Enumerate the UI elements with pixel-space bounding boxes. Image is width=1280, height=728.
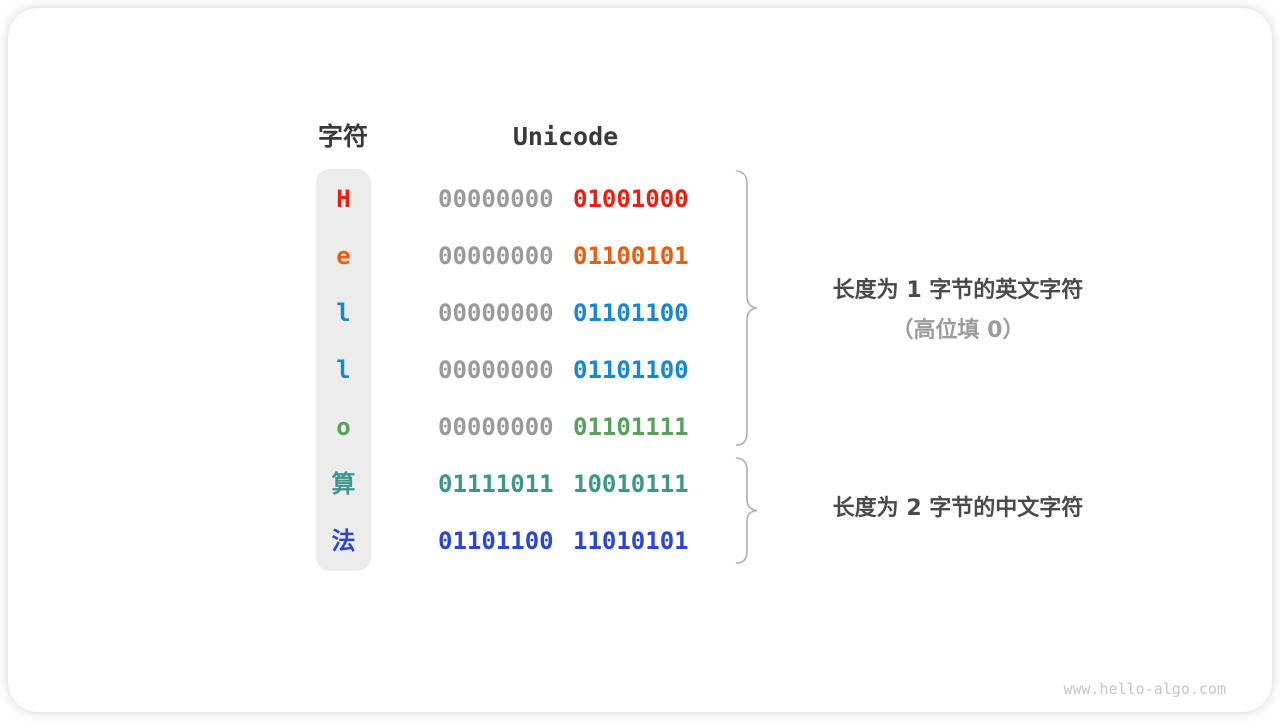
- unicode-low-byte: 01101100: [573, 299, 689, 327]
- unicode-high-byte: 00000000: [438, 242, 554, 270]
- unicode-high-byte: 01101100: [438, 527, 554, 555]
- table-row: H 00000000 01001000: [8, 171, 1280, 228]
- table-row: 算 01111011 10010111: [8, 456, 1280, 513]
- encoding-table: H 00000000 01001000 e 00000000 01100101 …: [8, 171, 1280, 570]
- table-row: o 00000000 01101111: [8, 399, 1280, 456]
- character-cell: 算: [331, 470, 356, 498]
- unicode-low-byte: 01101100: [573, 356, 689, 384]
- unicode-high-byte: 01111011: [438, 470, 554, 498]
- character-cell: H: [336, 185, 351, 213]
- annotation-chinese-bytes: 长度为 2 字节的中文字符: [768, 489, 1148, 529]
- unicode-high-byte: 00000000: [438, 413, 554, 441]
- character-cell: l: [336, 356, 351, 384]
- character-cell: 法: [331, 527, 356, 555]
- annotation-english-bytes: 长度为 1 字节的英文字符 （高位填 0）: [768, 271, 1148, 351]
- column-header-character: 字符: [317, 122, 368, 151]
- unicode-high-byte: 00000000: [438, 185, 554, 213]
- table-row: l 00000000 01101100: [8, 342, 1280, 399]
- table-row: e 00000000 01100101: [8, 228, 1280, 285]
- annotation-line: （高位填 0）: [891, 318, 1025, 343]
- unicode-low-byte: 01101111: [573, 413, 689, 441]
- column-header-unicode: Unicode: [512, 122, 619, 151]
- character-column-background: [316, 169, 371, 571]
- unicode-low-byte: 10010111: [573, 470, 689, 498]
- character-cell: e: [336, 242, 351, 270]
- character-cell: l: [336, 299, 351, 327]
- unicode-high-byte: 00000000: [438, 299, 554, 327]
- unicode-low-byte: 11010101: [573, 527, 689, 555]
- character-cell: o: [336, 413, 351, 441]
- table-row: l 00000000 01101100: [8, 285, 1280, 342]
- unicode-high-byte: 00000000: [438, 356, 554, 384]
- unicode-low-byte: 01001000: [573, 185, 689, 213]
- figure-card: 字符 Unicode H 00000000 01001000 e 0000000…: [8, 8, 1272, 712]
- unicode-low-byte: 01100101: [573, 242, 689, 270]
- table-row: 法 01101100 11010101: [8, 513, 1280, 570]
- annotation-line: 长度为 1 字节的英文字符: [832, 278, 1084, 303]
- watermark-url: www.hello-algo.com: [1063, 680, 1226, 698]
- annotation-line: 长度为 2 字节的中文字符: [832, 496, 1084, 521]
